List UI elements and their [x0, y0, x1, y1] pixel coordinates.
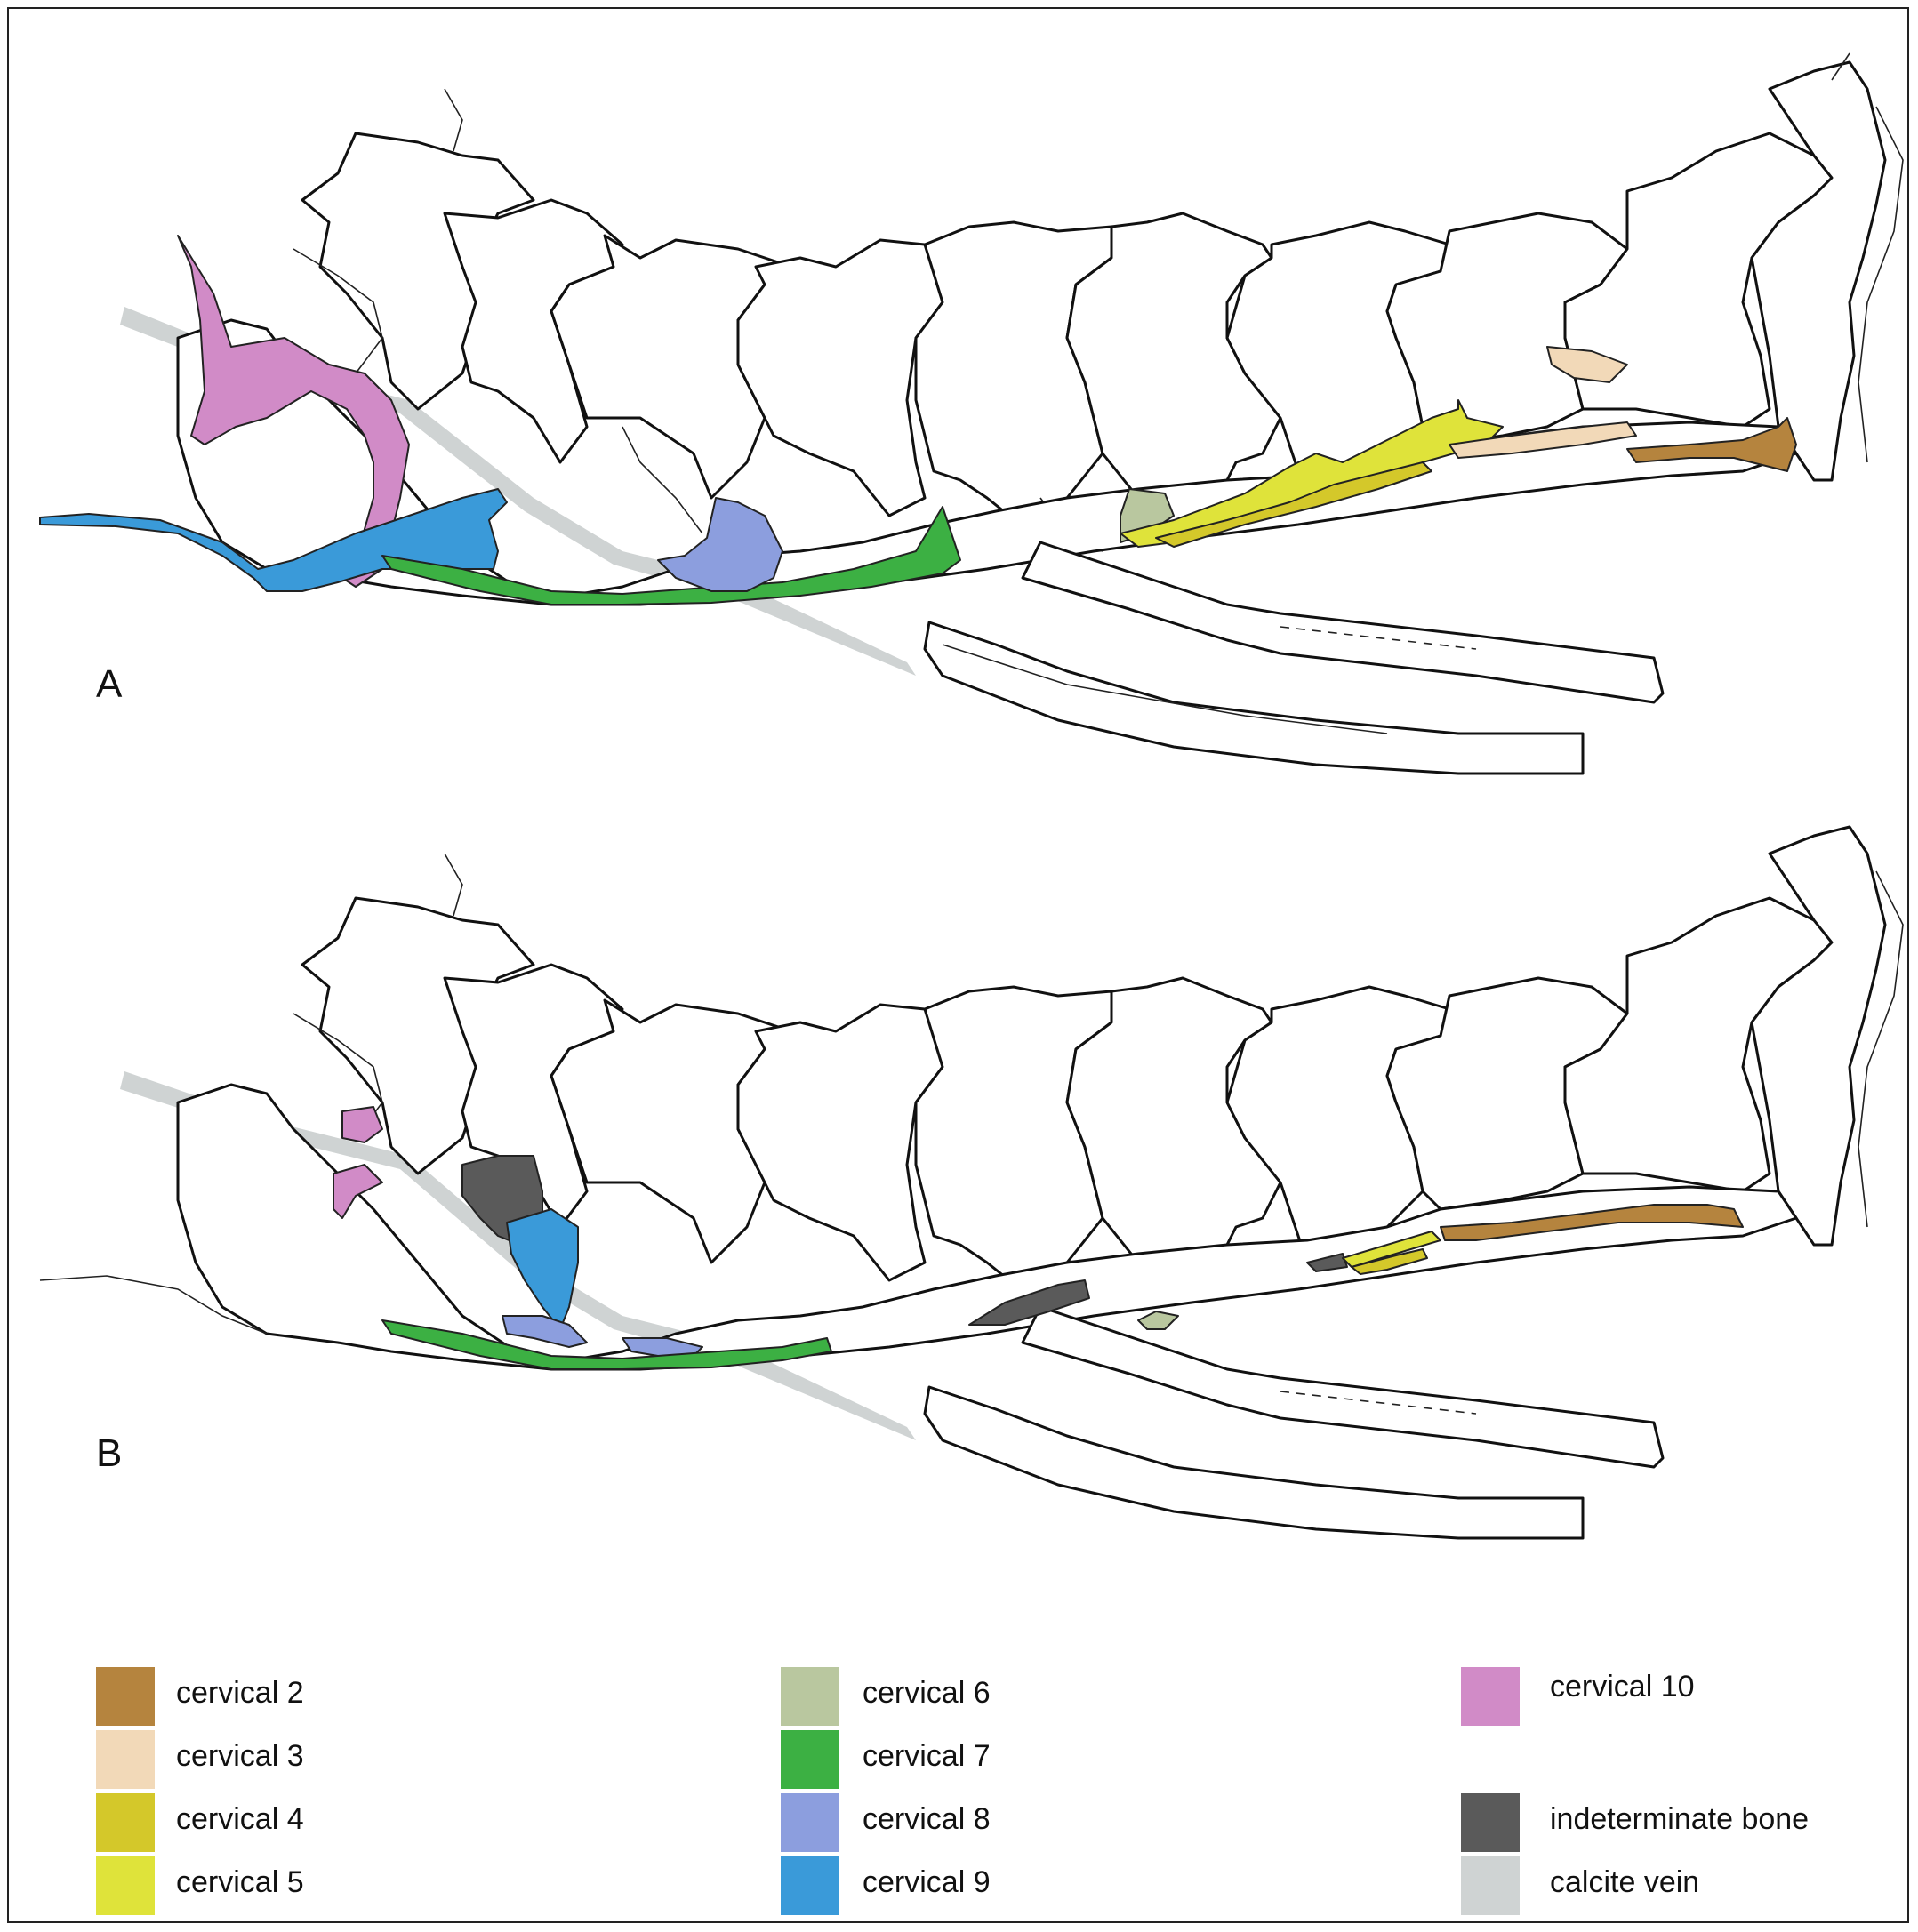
bone-b-cervical7	[381, 1319, 832, 1370]
bone-b-cervical6	[1137, 1311, 1179, 1330]
legend-label-cervical-8: cervical 8	[863, 1802, 991, 1836]
bone-b-indet3	[1306, 1253, 1348, 1272]
legend-swatch-cervical-7	[781, 1730, 839, 1789]
bone-a-cervical7	[381, 506, 961, 605]
vertebra-outline-a9	[1563, 132, 1834, 429]
panel-a-drawing	[39, 52, 1904, 775]
detail-line-a2	[293, 248, 383, 374]
legend-label-cervical-10: cervical 10	[1550, 1670, 1695, 1704]
bone-a-cervical4	[1155, 461, 1432, 548]
rib-b-lower	[923, 1385, 1585, 1540]
vertebra-outline-b1	[301, 896, 535, 1175]
legend-label-cervical-3: cervical 3	[176, 1739, 304, 1773]
bone-a-cervical2	[1626, 417, 1797, 472]
b-left-spine-line	[39, 1275, 268, 1335]
bone-b-indet2	[968, 1279, 1090, 1326]
detail-line-a4	[1858, 106, 1904, 463]
bone-a-cervical3	[1546, 346, 1628, 383]
vertebra-outline-a8	[1385, 212, 1629, 446]
vertebra-outline-a3	[550, 234, 793, 500]
legend-swatch-cervical-5	[96, 1856, 155, 1915]
legend-label-calcite-vein: calcite vein	[1550, 1865, 1700, 1899]
detail-line-a5	[622, 426, 703, 534]
rib-b-upper	[1021, 1305, 1665, 1469]
legend-label-cervical-2: cervical 2	[176, 1676, 304, 1710]
vertebra-outline-b8	[1385, 976, 1629, 1211]
vertebra-outline-a2	[443, 198, 624, 464]
vertebra-outline-b9	[1563, 896, 1834, 1193]
legend-label-cervical-6: cervical 6	[863, 1676, 991, 1710]
rib-a-lower-detail	[942, 644, 1388, 734]
legend-label-indeterminate-bone: indeterminate bone	[1550, 1802, 1810, 1836]
legend-swatch-cervical-4	[96, 1793, 155, 1852]
vertebra-outline-b3	[550, 998, 793, 1264]
bone-b-cervical10a	[341, 1106, 383, 1143]
legend-swatch-cervical-6	[781, 1667, 839, 1726]
detail-line-b1	[444, 853, 463, 917]
vertebra-outline-a4	[736, 238, 962, 517]
vertebra-outline-b10	[1750, 825, 1887, 1247]
legend-label-cervical-4: cervical 4	[176, 1802, 304, 1836]
legend-swatch-cervical-8	[781, 1793, 839, 1852]
legend-label-cervical-9: cervical 9	[863, 1865, 991, 1899]
panel-label-a: A	[96, 662, 123, 706]
bone-a-cervical3b	[1449, 421, 1637, 459]
legend-swatch-calcite-vein	[1461, 1856, 1520, 1915]
rib-a-upper-dash	[1280, 626, 1477, 650]
legend-label-cervical-5: cervical 5	[176, 1865, 304, 1899]
vertebra-outline-b2	[443, 963, 624, 1229]
legend-swatch-cervical-2	[96, 1667, 155, 1726]
rib-a-upper	[1021, 541, 1665, 704]
bone-b-cervical10b	[333, 1164, 383, 1219]
bone-b-cervical4	[1351, 1248, 1428, 1275]
legend-swatch-cervical-3	[96, 1730, 155, 1789]
vertebra-outline-a1	[301, 132, 535, 411]
detail-line-a3	[1831, 52, 1850, 81]
legend-swatch-cervical-9	[781, 1856, 839, 1915]
rib-a-lower	[923, 621, 1585, 775]
panel-label-b: B	[96, 1431, 123, 1475]
bone-b-cervical9	[506, 1208, 579, 1330]
vertebra-outline-a10	[1750, 60, 1887, 482]
legend-swatch-cervical-10	[1461, 1667, 1520, 1726]
detail-line-b3	[1858, 870, 1904, 1228]
vertebra-outline-a6	[1065, 212, 1282, 535]
figure-frame	[7, 7, 1909, 1923]
panel-b-drawing	[39, 825, 1904, 1540]
bone-a-cervical8	[657, 497, 783, 592]
vertebra-outline-b4	[736, 1003, 962, 1282]
legend-label-cervical-7: cervical 7	[863, 1739, 991, 1773]
legend-swatch-indeterminate-bone	[1461, 1793, 1520, 1852]
bone-b-cervical2	[1440, 1204, 1744, 1241]
detail-line-a1	[444, 88, 463, 152]
bone-b-cervical8a	[502, 1315, 588, 1348]
rib-b-upper-dash	[1280, 1391, 1477, 1415]
vertebra-outline-b6	[1065, 976, 1282, 1300]
